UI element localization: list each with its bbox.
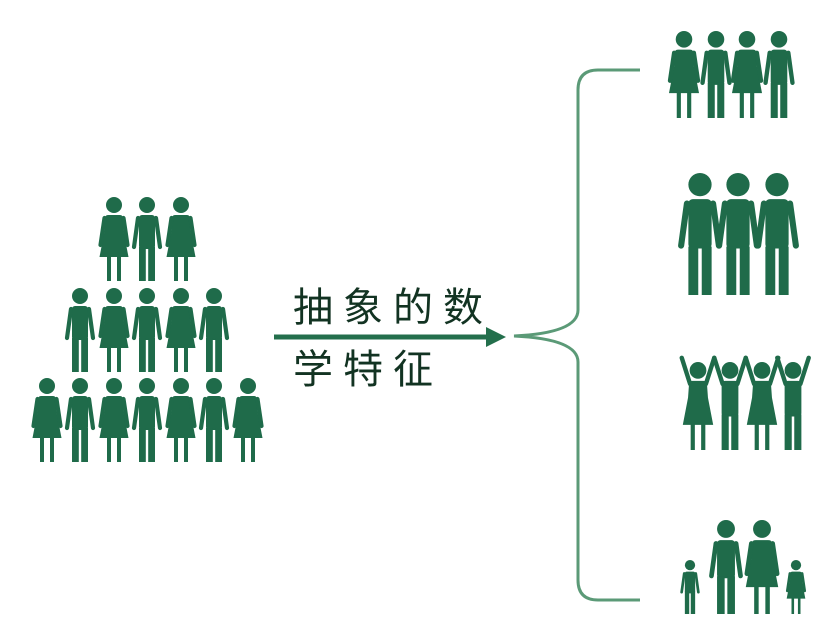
woman-figure (785, 560, 807, 614)
man-figure (700, 31, 732, 118)
man-figure (755, 173, 799, 295)
man-figure (775, 355, 811, 450)
man-figure (712, 355, 748, 450)
family-with-children-icon (680, 520, 807, 614)
man-figure (64, 378, 96, 462)
cheering-people-icon (679, 355, 811, 450)
people-pyramid-icon (31, 197, 264, 462)
brace (513, 68, 640, 602)
man-figure (131, 378, 163, 462)
man-figure (64, 288, 96, 372)
woman-figure (31, 378, 63, 462)
label-line-2: 学特征 (293, 347, 443, 393)
label-line-1: 抽象的数 (293, 285, 493, 331)
woman-figure (232, 378, 264, 462)
man-figure (131, 288, 163, 372)
woman-figure (165, 197, 197, 281)
man-figure (709, 520, 743, 614)
man-figure (716, 173, 760, 295)
woman-figure (165, 288, 197, 372)
men-group-icon (678, 173, 799, 295)
man-figure (198, 378, 230, 462)
man-figure (131, 197, 163, 281)
woman-figure (98, 288, 130, 372)
family-group-icon (667, 31, 795, 118)
man-figure (678, 173, 722, 295)
woman-figure (730, 31, 764, 118)
man-figure (763, 31, 795, 118)
woman-figure (165, 378, 197, 462)
woman-figure (98, 197, 130, 281)
woman-figure (98, 378, 130, 462)
child-figure (680, 560, 700, 614)
arrow (274, 327, 506, 347)
woman-figure (743, 355, 781, 450)
woman-figure (679, 355, 717, 450)
woman-figure (667, 31, 701, 118)
man-figure (198, 288, 230, 372)
woman-figure (744, 520, 780, 614)
